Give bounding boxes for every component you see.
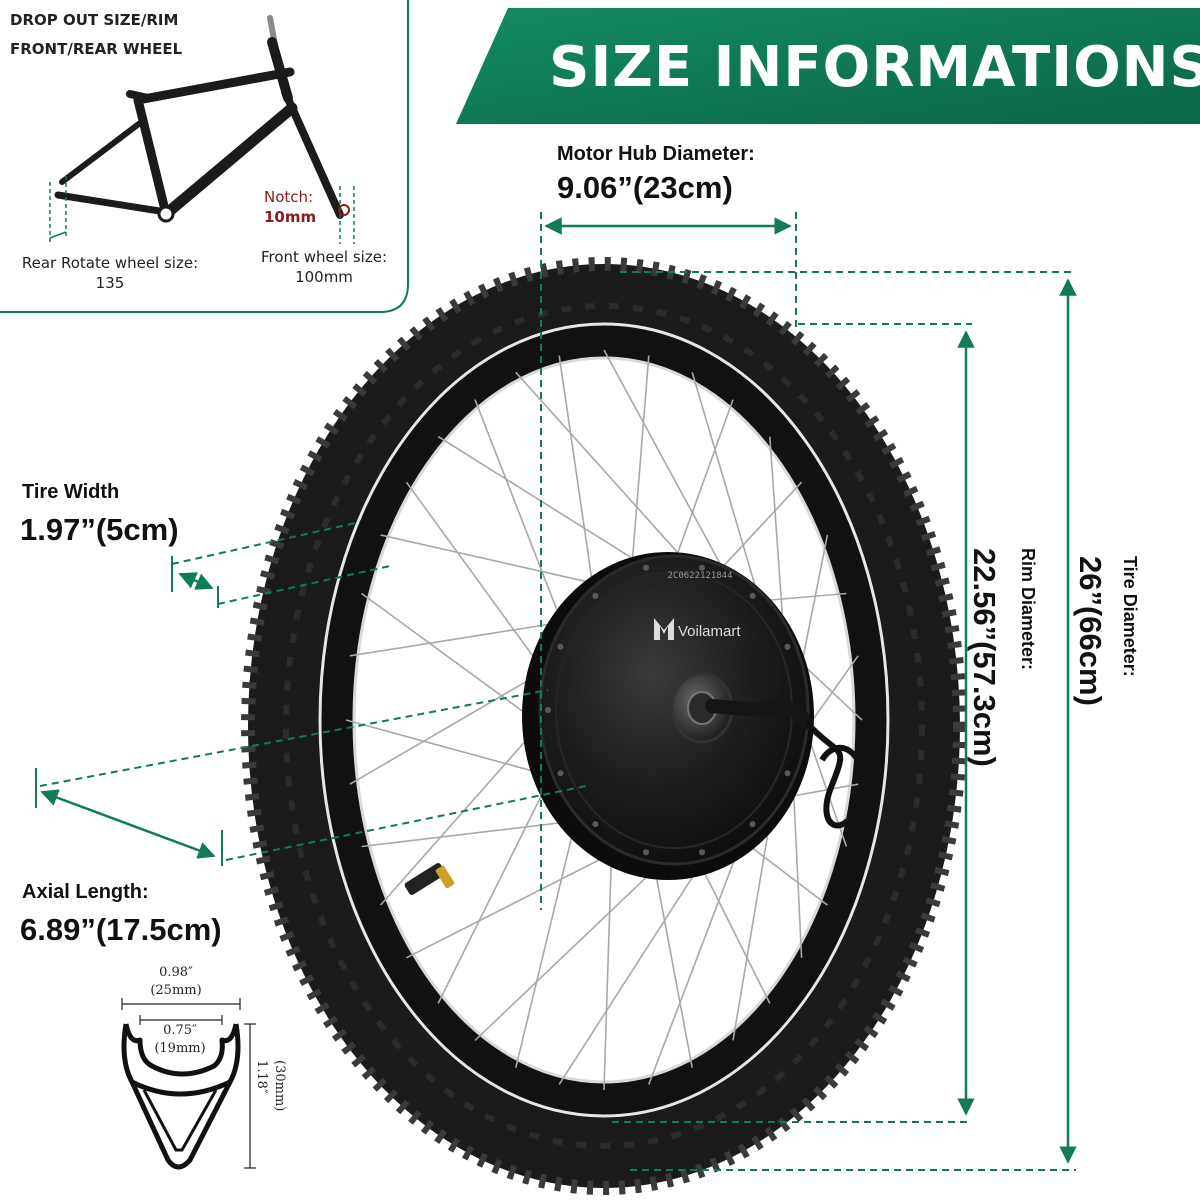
spoke (649, 845, 693, 1068)
spoke (380, 534, 618, 590)
frame-panel: DROP OUT SIZE/RIM FRONT/REAR WHEEL Notch… (0, 0, 409, 313)
rim-diameter-label: Rim Diameter: (1018, 548, 1038, 670)
hub-bolt (592, 821, 599, 828)
rear-wheel-size-value: 135 (96, 274, 125, 292)
valve (404, 863, 455, 895)
spoke (691, 372, 768, 625)
title-banner: SIZE INFORMATIONS (456, 8, 1200, 124)
spoke (474, 399, 572, 645)
rim-diameter-value: 22.56”(57.3cm) (967, 548, 1002, 767)
rim-inner-width-mm: (19mm) (154, 1041, 205, 1056)
spoke (629, 355, 650, 582)
hub-bolt (643, 849, 649, 856)
spoke (558, 355, 597, 607)
wheel: 2C0622121844 Voilamart (241, 257, 967, 1195)
spoke (515, 371, 699, 576)
spoke (515, 795, 583, 1068)
rim-outer-width-mm: (25mm) (150, 983, 201, 998)
hub-bolt (699, 564, 705, 571)
tire-width-arrow (178, 572, 214, 590)
spoke (406, 840, 637, 959)
tire-diameter-value: 26”(66cm) (1073, 556, 1108, 706)
hub-bolt (557, 643, 564, 650)
rear-wheel-size-label: Rear Rotate wheel size: (22, 254, 198, 272)
spoke (603, 827, 614, 1091)
tire-width-label: Tire Width (22, 481, 119, 503)
frame-heading-line2: FRONT/REAR WHEEL (10, 40, 183, 58)
axial-length-label: Axial Length: (22, 881, 149, 903)
spokes (345, 349, 863, 1091)
hub-bolt (784, 643, 791, 650)
spoke (710, 481, 803, 580)
tire-diameter-label: Tire Diameter: (1120, 556, 1140, 677)
page-title: SIZE INFORMATIONS (549, 35, 1200, 100)
rim-height-in: 1.18″ (254, 1060, 269, 1094)
hub-serial: 2C0622121844 (667, 571, 732, 581)
dimension-guides (35, 212, 1077, 1171)
hub-bolt (749, 592, 756, 599)
frame-heading-line1: DROP OUT SIZE/RIM (10, 11, 178, 29)
hub-bolt (545, 707, 551, 713)
dropout-markers (49, 176, 355, 244)
motor-hub-label: Motor Hub Diameter: (557, 143, 755, 165)
spoke (474, 847, 678, 1041)
notch-marker (338, 204, 350, 216)
motor-hub-value: 9.06”(23cm) (557, 170, 733, 205)
axial-length-arrow (40, 789, 216, 859)
notch-label: Notch: (264, 188, 313, 206)
hub-bolt (592, 592, 599, 599)
spoke (437, 435, 658, 575)
spoke (670, 399, 734, 573)
hub-bolt (749, 821, 756, 828)
hub-bolt (699, 849, 705, 856)
front-wheel-size-label: Front wheel size: (261, 248, 387, 266)
rim-inner-width-in: 0.75″ (163, 1023, 197, 1038)
tire-width-value: 1.97”(5cm) (20, 512, 179, 547)
axial-length-value: 6.89”(17.5cm) (20, 912, 222, 947)
spoke (405, 481, 558, 691)
bike-frame-icon (54, 15, 344, 223)
spoke (349, 617, 586, 657)
hub-bolt (557, 770, 564, 777)
notch-value: 10mm (264, 208, 316, 226)
front-wheel-size-value: 100mm (295, 268, 353, 286)
hub-bolt (643, 564, 649, 571)
brand-logo-icon (654, 618, 674, 640)
hub-brand: Voilamart (678, 623, 741, 640)
rim-profile-icon: 0.98″ (25mm) 0.75″ (19mm) 1.18″ (30mm) (121, 965, 287, 1170)
rim-outer-width-in: 0.98″ (159, 965, 193, 980)
rim-height-mm: (30mm) (272, 1060, 287, 1111)
spoke (558, 837, 718, 1085)
spoke (603, 349, 737, 593)
hub-bolt (784, 770, 791, 777)
hub-motor: 2C0622121844 Voilamart (522, 552, 867, 880)
